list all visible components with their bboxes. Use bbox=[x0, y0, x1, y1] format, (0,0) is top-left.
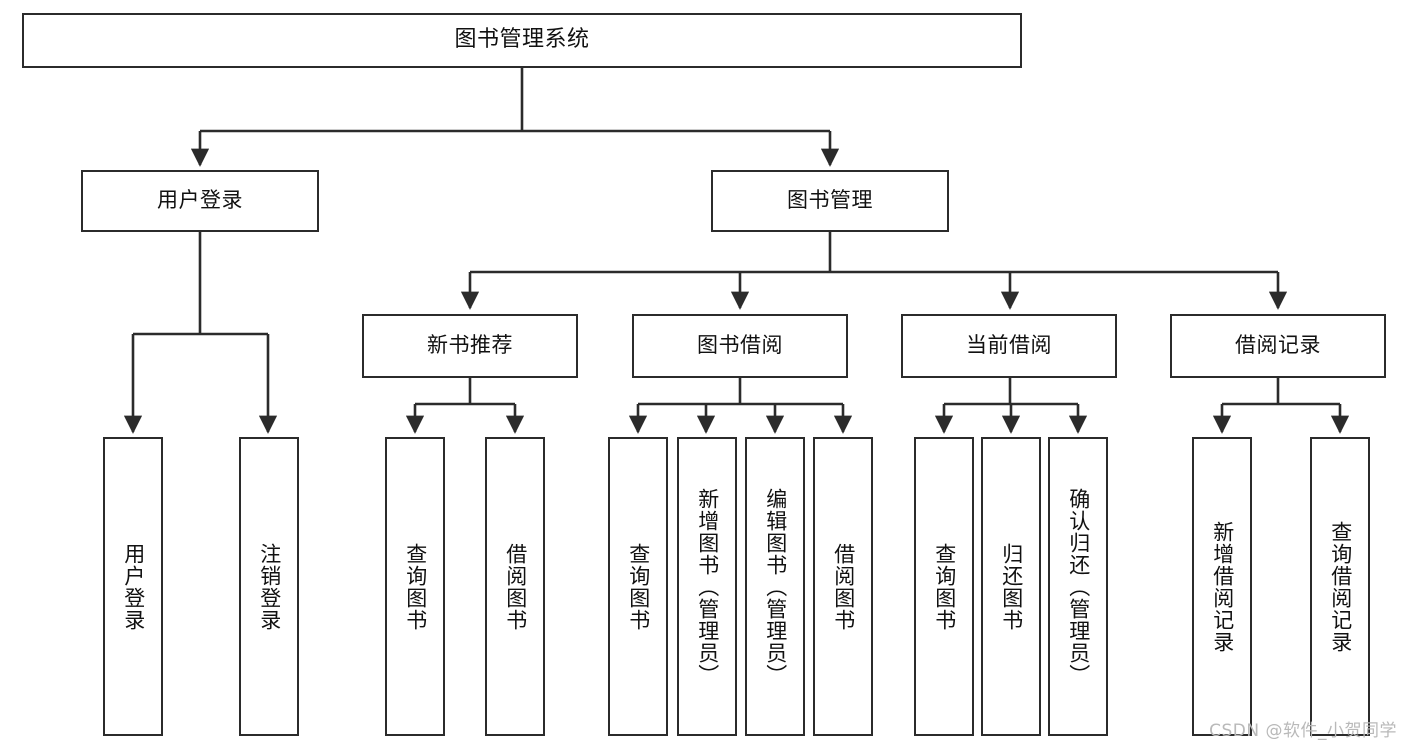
leaf-return-book[interactable]: 归还图书 bbox=[981, 437, 1041, 736]
csdn-watermark: CSDN @软件_小贺同学 bbox=[1209, 721, 1397, 741]
leaf-confirm-return[interactable]: 确认归还（管理员） bbox=[1048, 437, 1108, 736]
node-label: 新书推荐 bbox=[427, 333, 513, 358]
node-label: 图书管理 bbox=[787, 188, 873, 213]
node-borrow-record[interactable]: 借阅记录 bbox=[1170, 314, 1386, 378]
node-label: 新增图书（管理员） bbox=[695, 487, 720, 686]
node-label: 用户登录 bbox=[121, 542, 146, 631]
leaf-add-book[interactable]: 新增图书（管理员） bbox=[677, 437, 737, 736]
node-current-borrow[interactable]: 当前借阅 bbox=[901, 314, 1117, 378]
leaf-query-book-recommend[interactable]: 查询图书 bbox=[385, 437, 445, 736]
node-label: 查询图书 bbox=[626, 542, 651, 631]
leaf-query-book-borrow[interactable]: 查询图书 bbox=[608, 437, 668, 736]
node-book-manage[interactable]: 图书管理 bbox=[711, 170, 949, 232]
node-book-borrow[interactable]: 图书借阅 bbox=[632, 314, 848, 378]
node-user-login[interactable]: 用户登录 bbox=[81, 170, 319, 232]
leaf-user-logout[interactable]: 注销登录 bbox=[239, 437, 299, 736]
node-label: 查询图书 bbox=[403, 542, 428, 631]
leaf-borrow-book[interactable]: 借阅图书 bbox=[813, 437, 873, 736]
node-label: 归还图书 bbox=[999, 542, 1024, 631]
leaf-user-login[interactable]: 用户登录 bbox=[103, 437, 163, 736]
node-label: 借阅图书 bbox=[503, 542, 528, 631]
node-label: 借阅图书 bbox=[831, 542, 856, 631]
node-label: 新增借阅记录 bbox=[1210, 520, 1235, 653]
node-label: 编辑图书（管理员） bbox=[763, 487, 788, 686]
node-label: 借阅记录 bbox=[1235, 333, 1321, 358]
node-label: 当前借阅 bbox=[966, 333, 1052, 358]
node-label: 查询借阅记录 bbox=[1328, 520, 1353, 653]
node-label: 图书借阅 bbox=[697, 333, 783, 358]
leaf-borrow-book-recommend[interactable]: 借阅图书 bbox=[485, 437, 545, 736]
node-root-system[interactable]: 图书管理系统 bbox=[22, 13, 1022, 68]
node-label: 图书管理系统 bbox=[454, 27, 590, 53]
node-label: 查询图书 bbox=[932, 542, 957, 631]
leaf-query-borrow-record[interactable]: 查询借阅记录 bbox=[1310, 437, 1370, 736]
node-new-book-recommend[interactable]: 新书推荐 bbox=[362, 314, 578, 378]
node-label: 注销登录 bbox=[257, 542, 282, 631]
leaf-add-borrow-record[interactable]: 新增借阅记录 bbox=[1192, 437, 1252, 736]
node-label: 确认归还（管理员） bbox=[1066, 487, 1091, 686]
leaf-edit-book[interactable]: 编辑图书（管理员） bbox=[745, 437, 805, 736]
leaf-query-book-current[interactable]: 查询图书 bbox=[914, 437, 974, 736]
node-label: 用户登录 bbox=[157, 188, 243, 213]
